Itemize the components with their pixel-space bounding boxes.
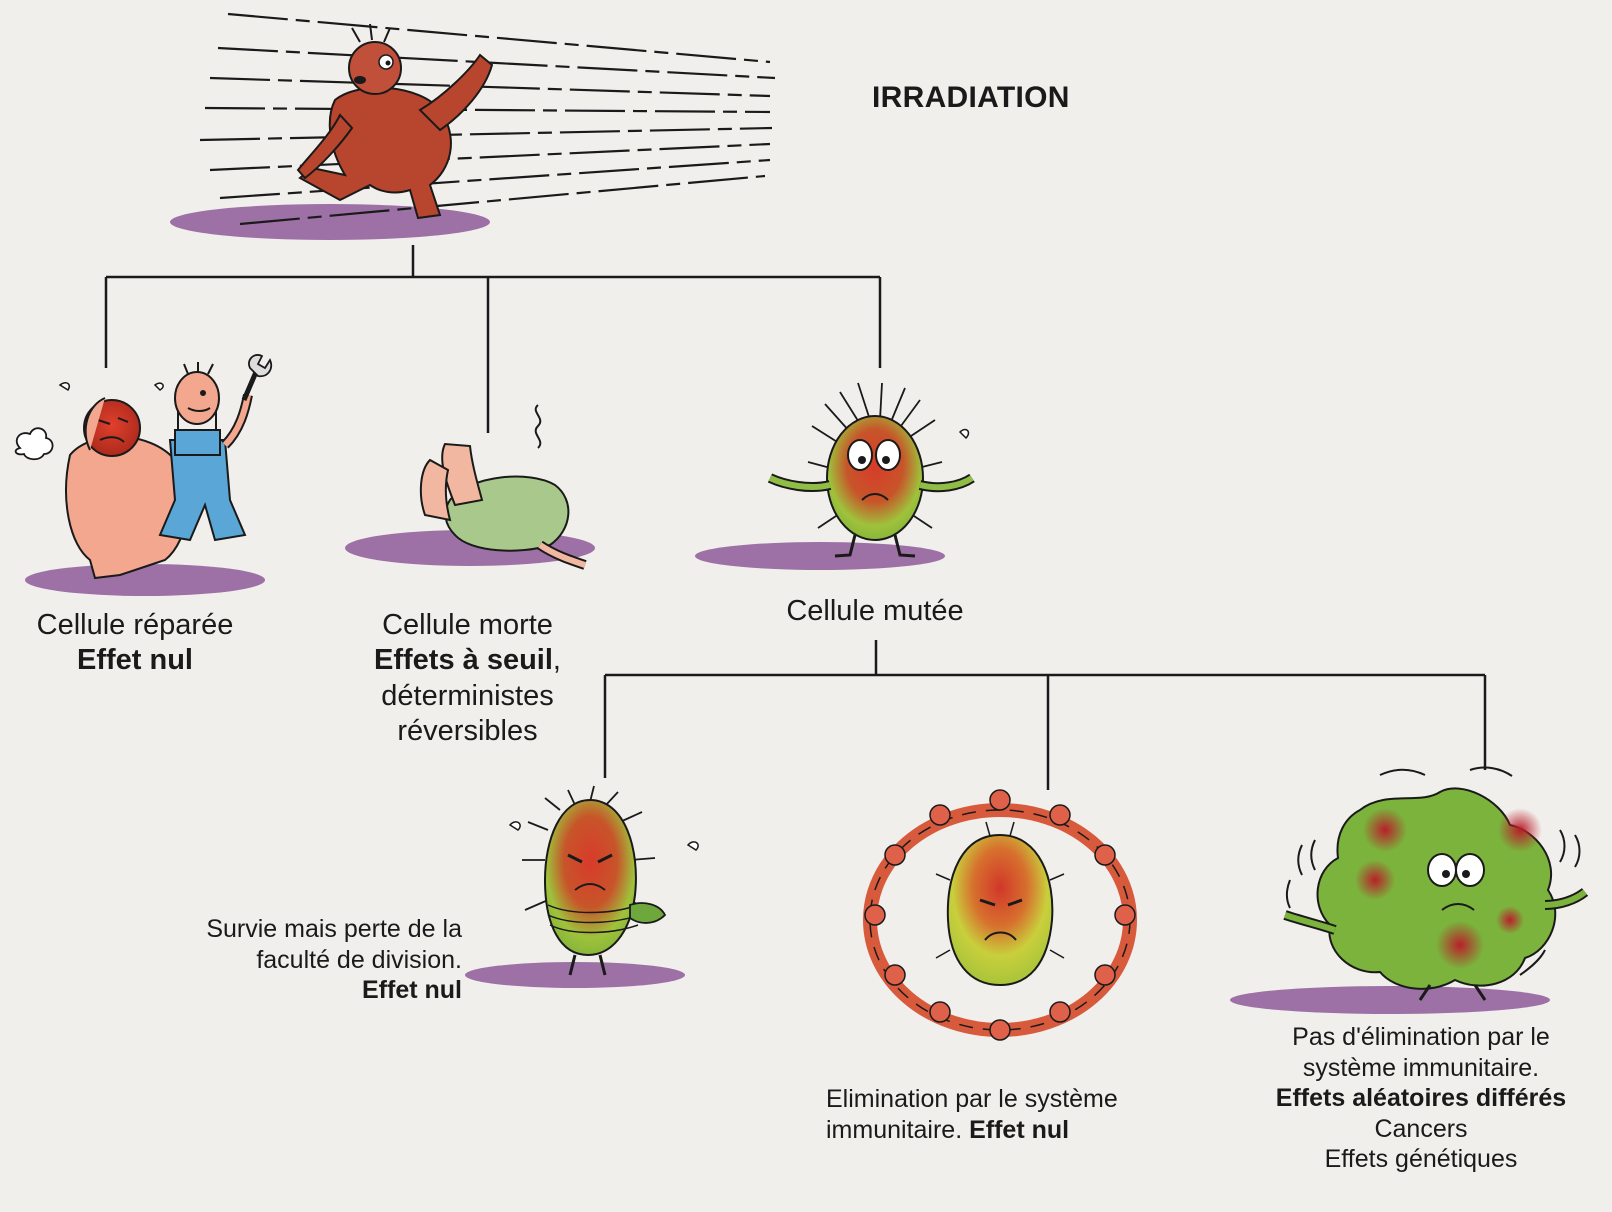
immune-line-2: immunitaire. <box>826 1116 962 1144</box>
sterile-cell-icon <box>465 786 698 988</box>
sterile-cell-effect: Effet nul <box>100 975 462 1006</box>
cancer-line-2: système immunitaire. <box>1235 1053 1607 1084</box>
repaired-cell-block: Cellule réparée Effet nul <box>0 608 270 679</box>
dead-cell-effect: Effets à seuil <box>374 644 553 676</box>
sterile-cell-line-1: Survie mais perte de la <box>100 914 462 945</box>
mutated-cell-label: Cellule mutée <box>740 594 1010 629</box>
cancer-effect: Effets aléatoires différés <box>1235 1083 1607 1114</box>
dead-cell-detail-1: déterministes <box>330 679 605 714</box>
dead-cell-detail-2: réversibles <box>330 714 605 749</box>
cancer-cell-icon <box>1230 768 1585 1014</box>
mutated-cell-icon <box>695 383 972 570</box>
repaired-cell-label: Cellule réparée <box>0 608 270 643</box>
cancer-line-1: Pas d'élimination par le <box>1235 1022 1607 1053</box>
irradiated-person-icon <box>170 14 775 240</box>
immune-effect: Effet nul <box>969 1116 1069 1144</box>
dead-cell-block: Cellule morte Effets à seuil, déterminis… <box>330 608 605 750</box>
cancer-detail-2: Effets génétiques <box>1235 1144 1607 1175</box>
immune-circle-icon <box>865 790 1135 1040</box>
repaired-cell-effect: Effet nul <box>0 643 270 678</box>
mutated-cell-block: Cellule mutée <box>740 594 1010 629</box>
sterile-cell-line-2: faculté de division. <box>100 945 462 976</box>
dead-cell-label: Cellule morte <box>330 608 605 643</box>
dead-cell-icon <box>345 405 595 566</box>
immune-block: Elimination par le système immunitaire. … <box>826 1084 1206 1145</box>
cancer-cell-block: Pas d'élimination par le système immunit… <box>1235 1022 1607 1175</box>
mechanic-icon <box>160 355 271 540</box>
tree-lines <box>106 245 1485 790</box>
diagram-title: IRRADIATION <box>872 80 1070 117</box>
immune-line-1: Elimination par le système <box>826 1084 1206 1115</box>
cancer-detail-1: Cancers <box>1235 1114 1607 1145</box>
sterile-cell-block: Survie mais perte de la faculté de divis… <box>100 914 462 1006</box>
